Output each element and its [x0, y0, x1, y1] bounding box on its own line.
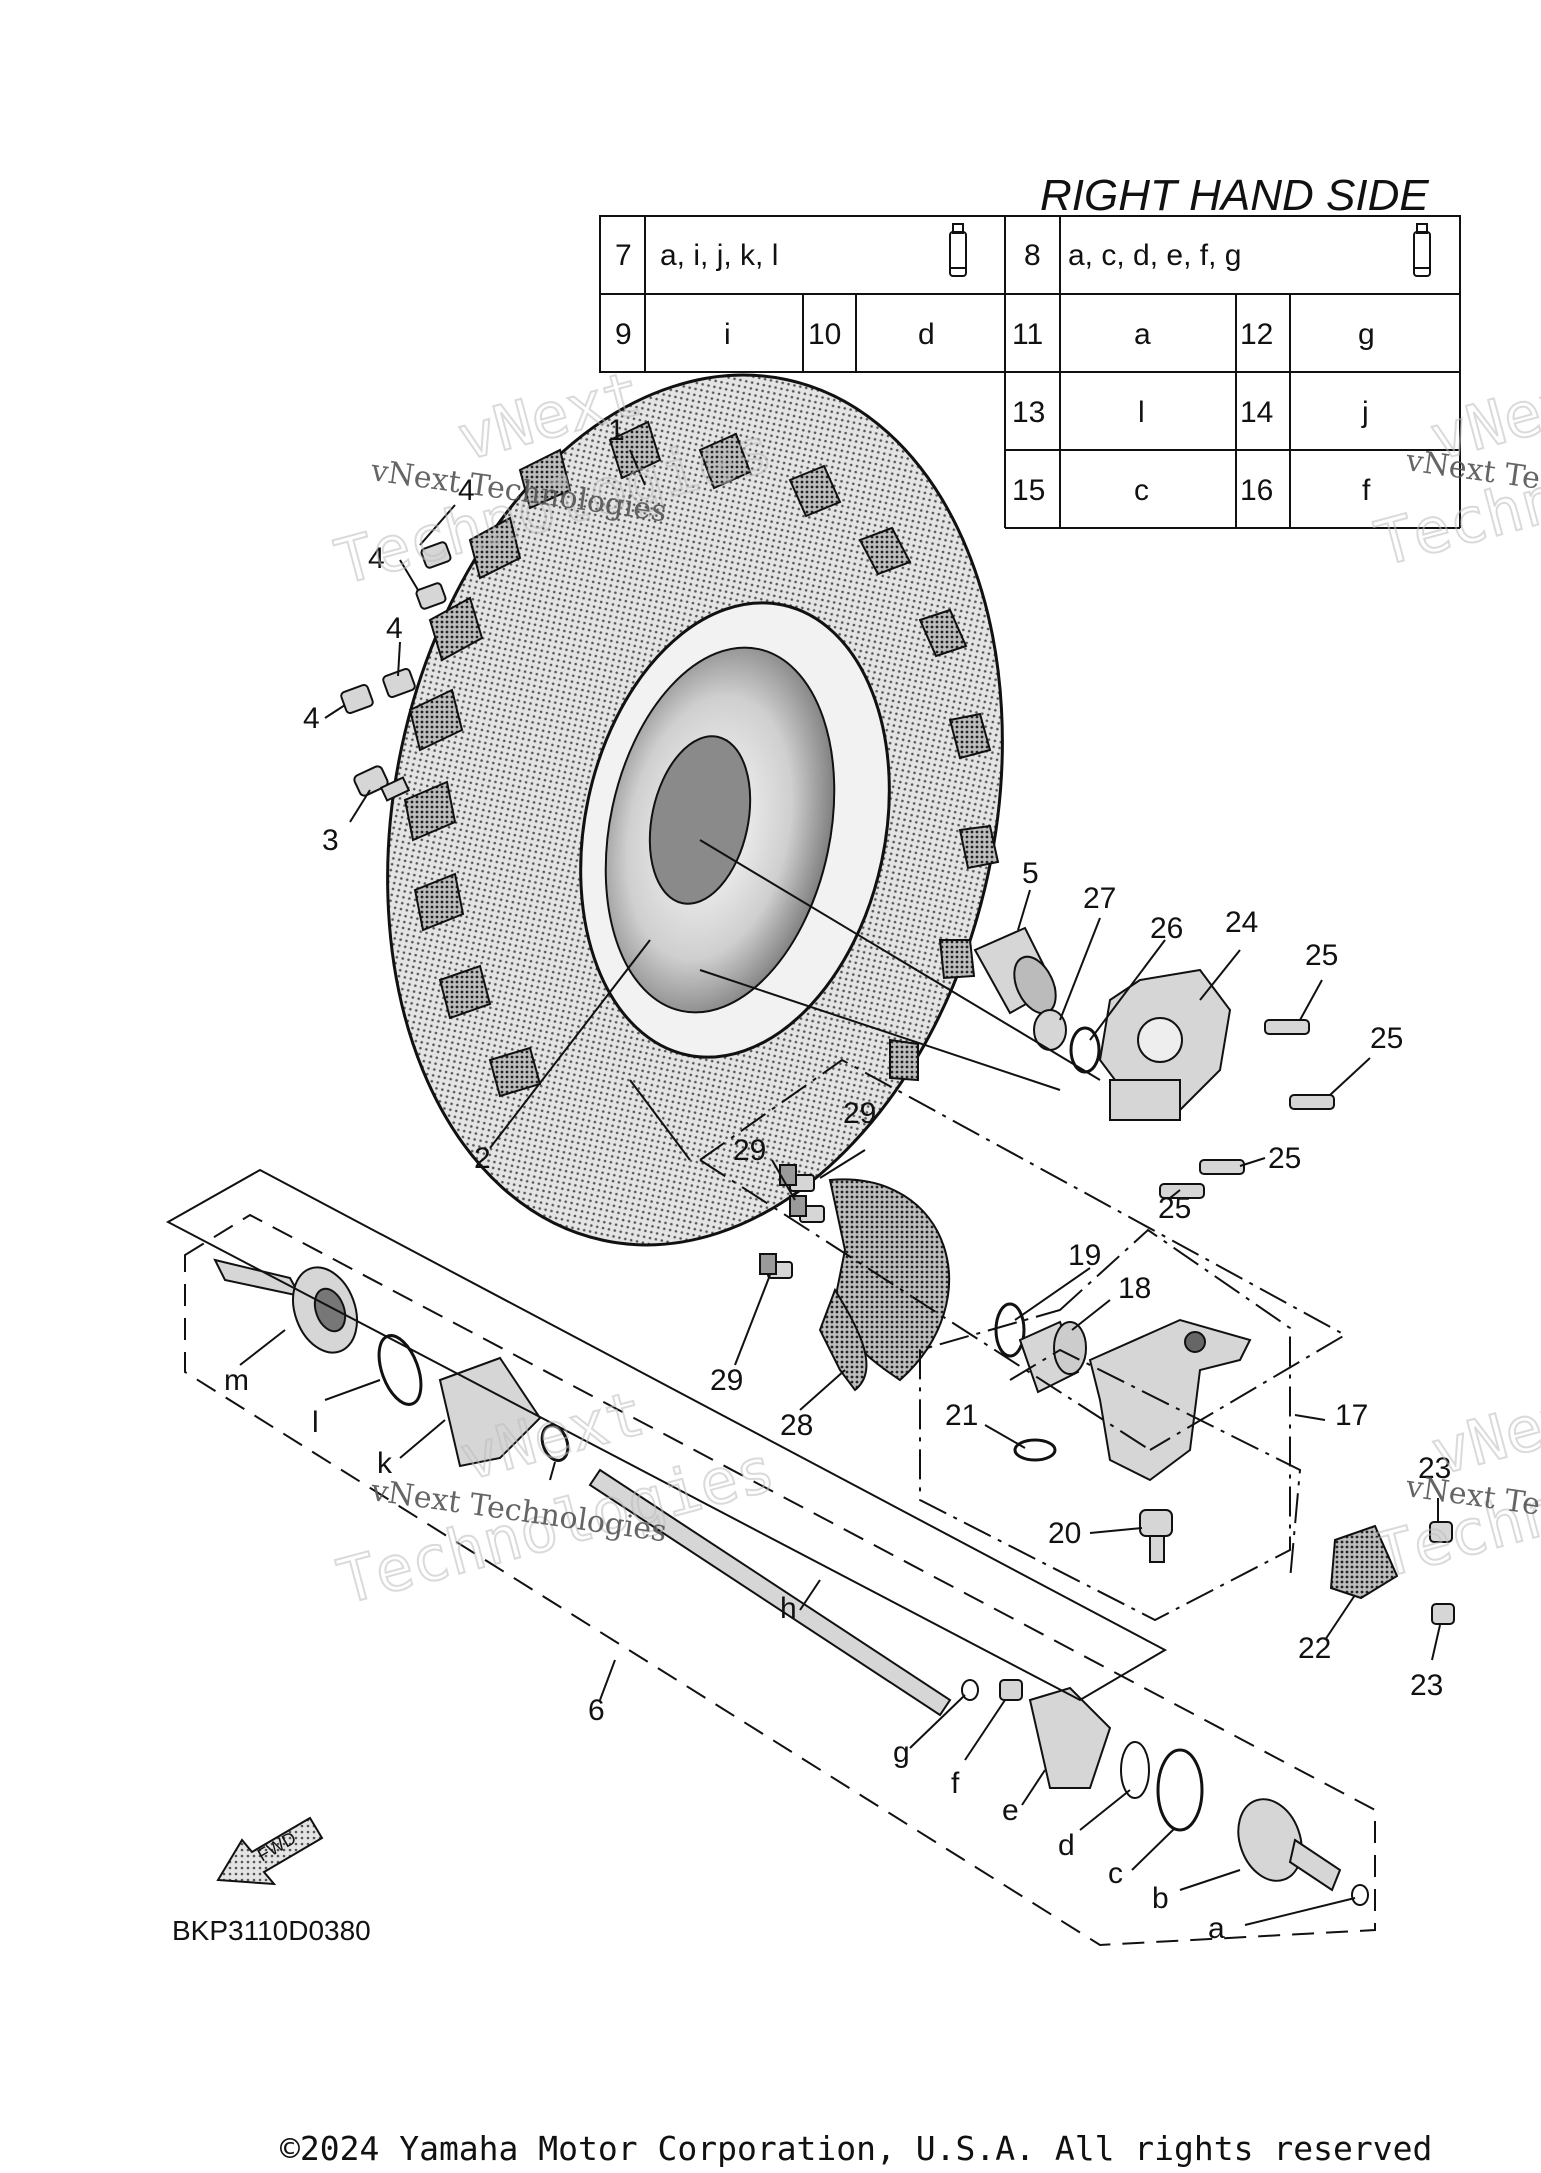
callout-24: 24 [1225, 906, 1258, 939]
bolts-23 [1429, 1521, 1455, 1625]
table-cell-parts: i [724, 318, 731, 351]
callout-l: l [312, 1406, 319, 1439]
callout-k: k [377, 1447, 393, 1480]
group-outlines [165, 1058, 1376, 1947]
table-cell-num: 10 [808, 318, 841, 351]
callout-3: 3 [322, 824, 339, 857]
table-cell-num: 11 [1012, 318, 1043, 351]
bolts-25 [1159, 1019, 1335, 1199]
table-cell-num: 7 [615, 239, 632, 272]
grease-tube-icon [949, 223, 967, 277]
watermark-line1: vNext [1424, 1371, 1541, 1490]
callout-6: 6 [588, 1694, 605, 1727]
callout-1: 1 [608, 414, 625, 447]
table-cell-parts: a, c, d, e, f, g [1068, 239, 1241, 272]
callout-25: 25 [1268, 1142, 1301, 1175]
callout-25: 25 [1305, 939, 1338, 972]
valve-stem [353, 765, 411, 802]
table-cell-num: 16 [1240, 474, 1273, 507]
callout-23: 23 [1410, 1669, 1443, 1702]
callout-g: g [893, 1736, 910, 1769]
table-cell-parts: l [1138, 396, 1145, 429]
table-cell-parts: j [1361, 396, 1369, 429]
callout-h: h [780, 1592, 797, 1625]
callout-d: d [1058, 1829, 1075, 1862]
callout-2: 2 [474, 1142, 491, 1175]
table-cell-parts: a, i, j, k, l [660, 239, 778, 272]
callout-23: 23 [1418, 1452, 1451, 1485]
table-cell-num: 13 [1012, 396, 1045, 429]
callout-29: 29 [710, 1364, 743, 1397]
callout-21: 21 [945, 1399, 978, 1432]
hub-carrier-22 [1329, 1524, 1399, 1600]
callout-c: c [1108, 1857, 1123, 1890]
table-cell-num: 15 [1012, 474, 1045, 507]
callout-4: 4 [303, 702, 320, 735]
callout-19: 19 [1068, 1239, 1101, 1272]
knuckle-assembly [994, 1302, 1252, 1563]
table-cell-num: 14 [1240, 396, 1273, 429]
callout-27: 27 [1083, 882, 1116, 915]
callout-17: 17 [1335, 1399, 1368, 1432]
callout-20: 20 [1048, 1517, 1081, 1550]
callout-5: 5 [1022, 857, 1039, 890]
brake-shield-28 [818, 1178, 950, 1392]
callout-e: e [1002, 1794, 1019, 1827]
copyright-notice: ©2024 Yamaha Motor Corporation, U.S.A. A… [280, 2129, 1432, 2168]
forward-arrow-icon: FWD [216, 1816, 324, 1886]
callout-18: 18 [1118, 1272, 1151, 1305]
callout-29: 29 [733, 1134, 766, 1167]
drive-shaft-assembly [213, 1258, 1369, 1906]
table-cell-num: 9 [615, 318, 632, 351]
leader-lines [239, 449, 1441, 1926]
diagram-title: RIGHT HAND SIDE [1040, 171, 1429, 220]
callout-4: 4 [368, 542, 385, 575]
callout-m: m [224, 1364, 249, 1397]
callout-25: 25 [1370, 1022, 1403, 1055]
grease-tube-icon [1413, 223, 1431, 277]
hub-bracket-24 [1098, 968, 1232, 1121]
table-cell-parts: c [1134, 474, 1149, 507]
callout-4: 4 [458, 474, 475, 507]
callout-28: 28 [780, 1409, 813, 1442]
table-cell-parts: g [1358, 318, 1375, 351]
table-cell-num: 8 [1024, 239, 1041, 272]
callout-29: 29 [843, 1097, 876, 1130]
diagram-code: BKP3110D0380 [172, 1915, 371, 1946]
table-cell-parts: a [1134, 318, 1151, 351]
lug-nuts [340, 541, 452, 714]
callout-22: 22 [1298, 1632, 1331, 1665]
hub-nut [973, 926, 1057, 1015]
callout-f: f [951, 1767, 960, 1800]
callout-25: 25 [1158, 1192, 1191, 1225]
table-cell-num: 12 [1240, 318, 1273, 351]
callout-4: 4 [386, 612, 403, 645]
table-cell-parts: d [918, 318, 935, 351]
table-cell-parts: f [1362, 474, 1371, 507]
lubrication-table: 7 a, i, j, k, l 8 a, c, d, e, f, g 9 i 1… [599, 215, 1461, 529]
callout-labels: 1 2 3 4 4 4 4 5 6 17 18 19 20 21 22 23 2… [224, 414, 1451, 1945]
callout-b: b [1152, 1882, 1169, 1915]
tire-wheel-assembly [386, 373, 1004, 1247]
callout-26: 26 [1150, 912, 1183, 945]
callout-a: a [1208, 1912, 1225, 1945]
